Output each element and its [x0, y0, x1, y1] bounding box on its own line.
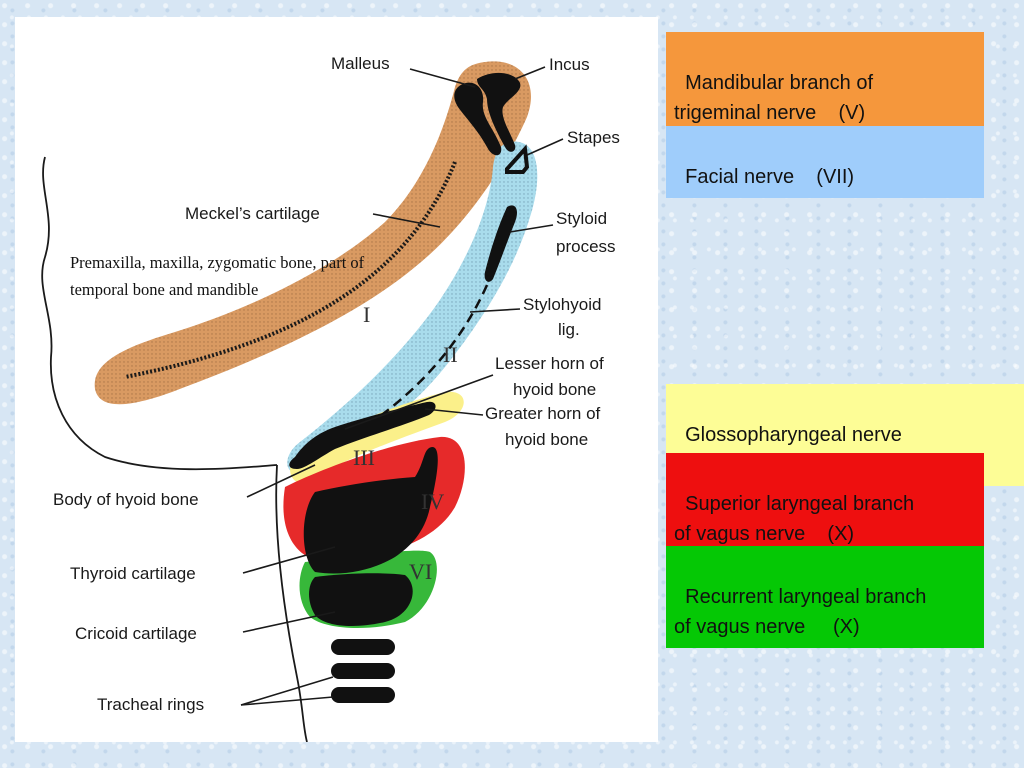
leader-incus: [514, 66, 546, 80]
label-stylohyoid-line1: Stylohyoid: [523, 295, 601, 314]
label-stapes: Stapes: [567, 128, 620, 147]
leader-greater-horn: [424, 408, 484, 416]
leader-tracheal-1: [240, 676, 334, 706]
legend-recurrent-laryngeal-text: Recurrent laryngeal branch of vagus nerv…: [674, 586, 927, 638]
label-thyroid-cartilage: Thyroid cartilage: [70, 564, 196, 583]
label-tracheal-rings: Tracheal rings: [97, 695, 204, 714]
legend-trigeminal: Mandibular branch of trigeminal nerve (V…: [666, 32, 984, 134]
legend-recurrent-laryngeal: Recurrent laryngeal branch of vagus nerv…: [666, 546, 984, 648]
legend-superior-laryngeal-text: Superior laryngeal branch of vagus nerve…: [674, 493, 915, 545]
arch6-numeral: VI: [409, 559, 432, 584]
incus-ossicle: [477, 72, 521, 152]
stapes-ossicle: [505, 144, 530, 174]
leader-cricoid: [242, 611, 336, 633]
hyoid-bone: [289, 401, 436, 469]
leader-stapes: [526, 138, 564, 156]
thyroid-cartilage-shape: [303, 447, 438, 574]
legend-facial-text: Facial nerve (VII): [685, 166, 855, 188]
tracheal-ring: [331, 639, 395, 655]
label-meckels-cartilage: Meckel’s cartilage: [185, 204, 320, 223]
label-lesser-horn-line2: hyoid bone: [513, 380, 596, 399]
label-greater-horn-line2: hyoid bone: [505, 430, 588, 449]
face-profile-outline: [41, 156, 278, 471]
bones-caption: Premaxilla, maxilla, zygomatic bone, par…: [70, 253, 365, 299]
label-body-of-hyoid: Body of hyoid bone: [53, 490, 199, 509]
leader-body-hyoid: [246, 464, 316, 498]
label-lesser-horn-line1: Lesser horn of: [495, 354, 604, 373]
label-stylohyoid-line2: lig.: [558, 320, 580, 339]
leader-thyroid: [242, 546, 336, 574]
label-cricoid-cartilage: Cricoid cartilage: [75, 624, 197, 643]
tracheal-ring: [331, 663, 395, 679]
arch4-numeral: IV: [421, 489, 444, 514]
label-styloid-line1: Styloid: [556, 209, 607, 228]
label-greater-horn-line1: Greater horn of: [485, 404, 601, 423]
neck-outline: [275, 464, 308, 742]
label-incus: Incus: [549, 55, 590, 74]
leader-styloid: [509, 224, 554, 233]
legend-trigeminal-text: Mandibular branch of trigeminal nerve (V…: [674, 72, 874, 124]
arch1-numeral: I: [363, 302, 370, 327]
label-malleus: Malleus: [331, 54, 390, 73]
pharyngeal-arch-diagram: I II III IV VI Malleus Incus Stapes Meck…: [41, 54, 620, 742]
leader-stylohyoid: [469, 308, 521, 313]
arch3-numeral: III: [353, 445, 375, 470]
leader-meckels: [372, 213, 441, 228]
leader-tracheal-2: [240, 696, 334, 706]
legend-facial: Facial nerve (VII): [666, 126, 984, 198]
label-styloid-line2: process: [556, 237, 616, 256]
legend-superior-laryngeal: Superior laryngeal branch of vagus nerve…: [666, 453, 984, 555]
styloid-process: [484, 205, 518, 282]
diagram-panel: I II III IV VI Malleus Incus Stapes Meck…: [15, 17, 658, 742]
leader-lesser-horn: [344, 374, 494, 430]
tracheal-ring: [331, 687, 395, 703]
leader-malleus: [409, 68, 476, 88]
arch2-numeral: II: [443, 342, 458, 367]
malleus-ossicle: [454, 82, 502, 156]
